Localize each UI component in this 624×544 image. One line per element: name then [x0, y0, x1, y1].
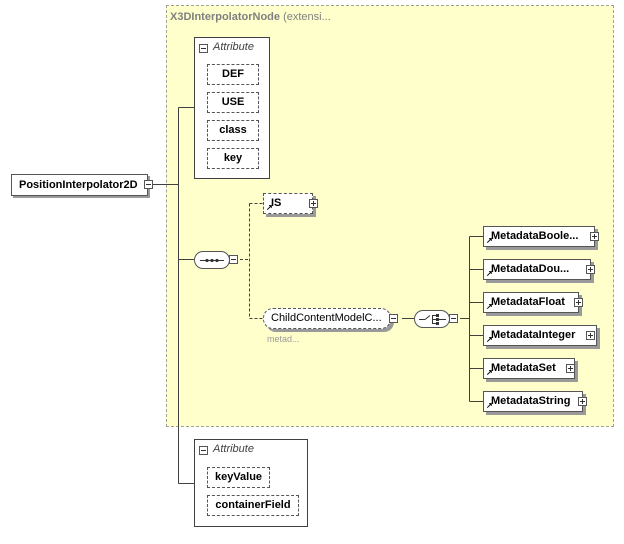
reference-arrow-icon: ↗	[266, 203, 273, 212]
choice-collapse-icon[interactable]	[449, 314, 458, 323]
is-element-label: IS	[271, 197, 282, 209]
reference-arrow-icon: ↗	[486, 302, 493, 311]
reference-arrow-icon: ↗	[486, 269, 493, 278]
metadata-double-expand-icon[interactable]	[586, 265, 595, 274]
metadata-float-expand-icon[interactable]	[574, 298, 583, 307]
is-expand-icon[interactable]	[309, 199, 318, 208]
own-attribute-collapse-icon[interactable]	[199, 446, 208, 455]
choice-icon	[419, 314, 446, 325]
attribute-use[interactable]: USE	[207, 92, 259, 113]
attribute-key[interactable]: key	[207, 148, 259, 169]
group-label: ChildContentModelC...	[271, 312, 382, 324]
group-collapse-icon[interactable]	[389, 314, 398, 323]
sequence-icon	[200, 258, 224, 263]
reference-arrow-icon: ↗	[486, 335, 493, 344]
root-element[interactable]: PositionInterpolator2D	[11, 174, 148, 196]
metadata-set-expand-icon[interactable]	[566, 364, 575, 373]
metadata-boolean-label: MetadataBoole...	[491, 230, 579, 242]
own-attribute-header: Attribute	[213, 443, 254, 455]
metadata-set-element[interactable]: MetadataSet ↗	[483, 358, 575, 379]
sequence-collapse-icon[interactable]	[229, 255, 238, 264]
metadata-double-element[interactable]: MetadataDou... ↗	[483, 259, 591, 280]
is-element[interactable]: IS ↗	[263, 193, 313, 214]
reference-arrow-icon: ↗	[486, 368, 493, 377]
choice-compositor[interactable]	[414, 310, 450, 328]
reference-arrow-icon: ↗	[486, 401, 493, 410]
metadata-string-label: MetadataString	[491, 395, 571, 407]
attribute-containerfield[interactable]: containerField	[207, 495, 299, 516]
metadata-string-element[interactable]: MetadataString ↗	[483, 391, 583, 412]
root-collapse-icon[interactable]	[144, 180, 153, 189]
metadata-boolean-expand-icon[interactable]	[590, 232, 599, 241]
reference-arrow-icon: ↗	[486, 236, 493, 245]
metadata-float-element[interactable]: MetadataFloat ↗	[483, 292, 579, 313]
metadata-string-expand-icon[interactable]	[578, 397, 587, 406]
attribute-collapse-icon[interactable]	[199, 44, 208, 53]
extension-title: X3DInterpolatorNode (extensi...	[170, 11, 331, 23]
group-subtitle: metad...	[267, 334, 300, 344]
metadata-set-label: MetadataSet	[491, 362, 556, 374]
sequence-compositor[interactable]	[194, 251, 230, 269]
attribute-def[interactable]: DEF	[207, 64, 259, 85]
child-content-model-group[interactable]: ChildContentModelC...	[263, 308, 391, 329]
root-element-label: PositionInterpolator2D	[19, 179, 138, 191]
attribute-keyvalue[interactable]: keyValue	[207, 467, 270, 488]
metadata-integer-label: MetadataInteger	[491, 329, 576, 341]
metadata-boolean-element[interactable]: MetadataBoole... ↗	[483, 226, 595, 247]
metadata-float-label: MetadataFloat	[491, 296, 565, 308]
attribute-header: Attribute	[213, 41, 254, 53]
metadata-integer-expand-icon[interactable]	[586, 331, 595, 340]
attribute-class[interactable]: class	[207, 120, 259, 141]
metadata-double-label: MetadataDou...	[491, 263, 570, 275]
metadata-integer-element[interactable]: MetadataInteger ↗	[483, 325, 597, 346]
